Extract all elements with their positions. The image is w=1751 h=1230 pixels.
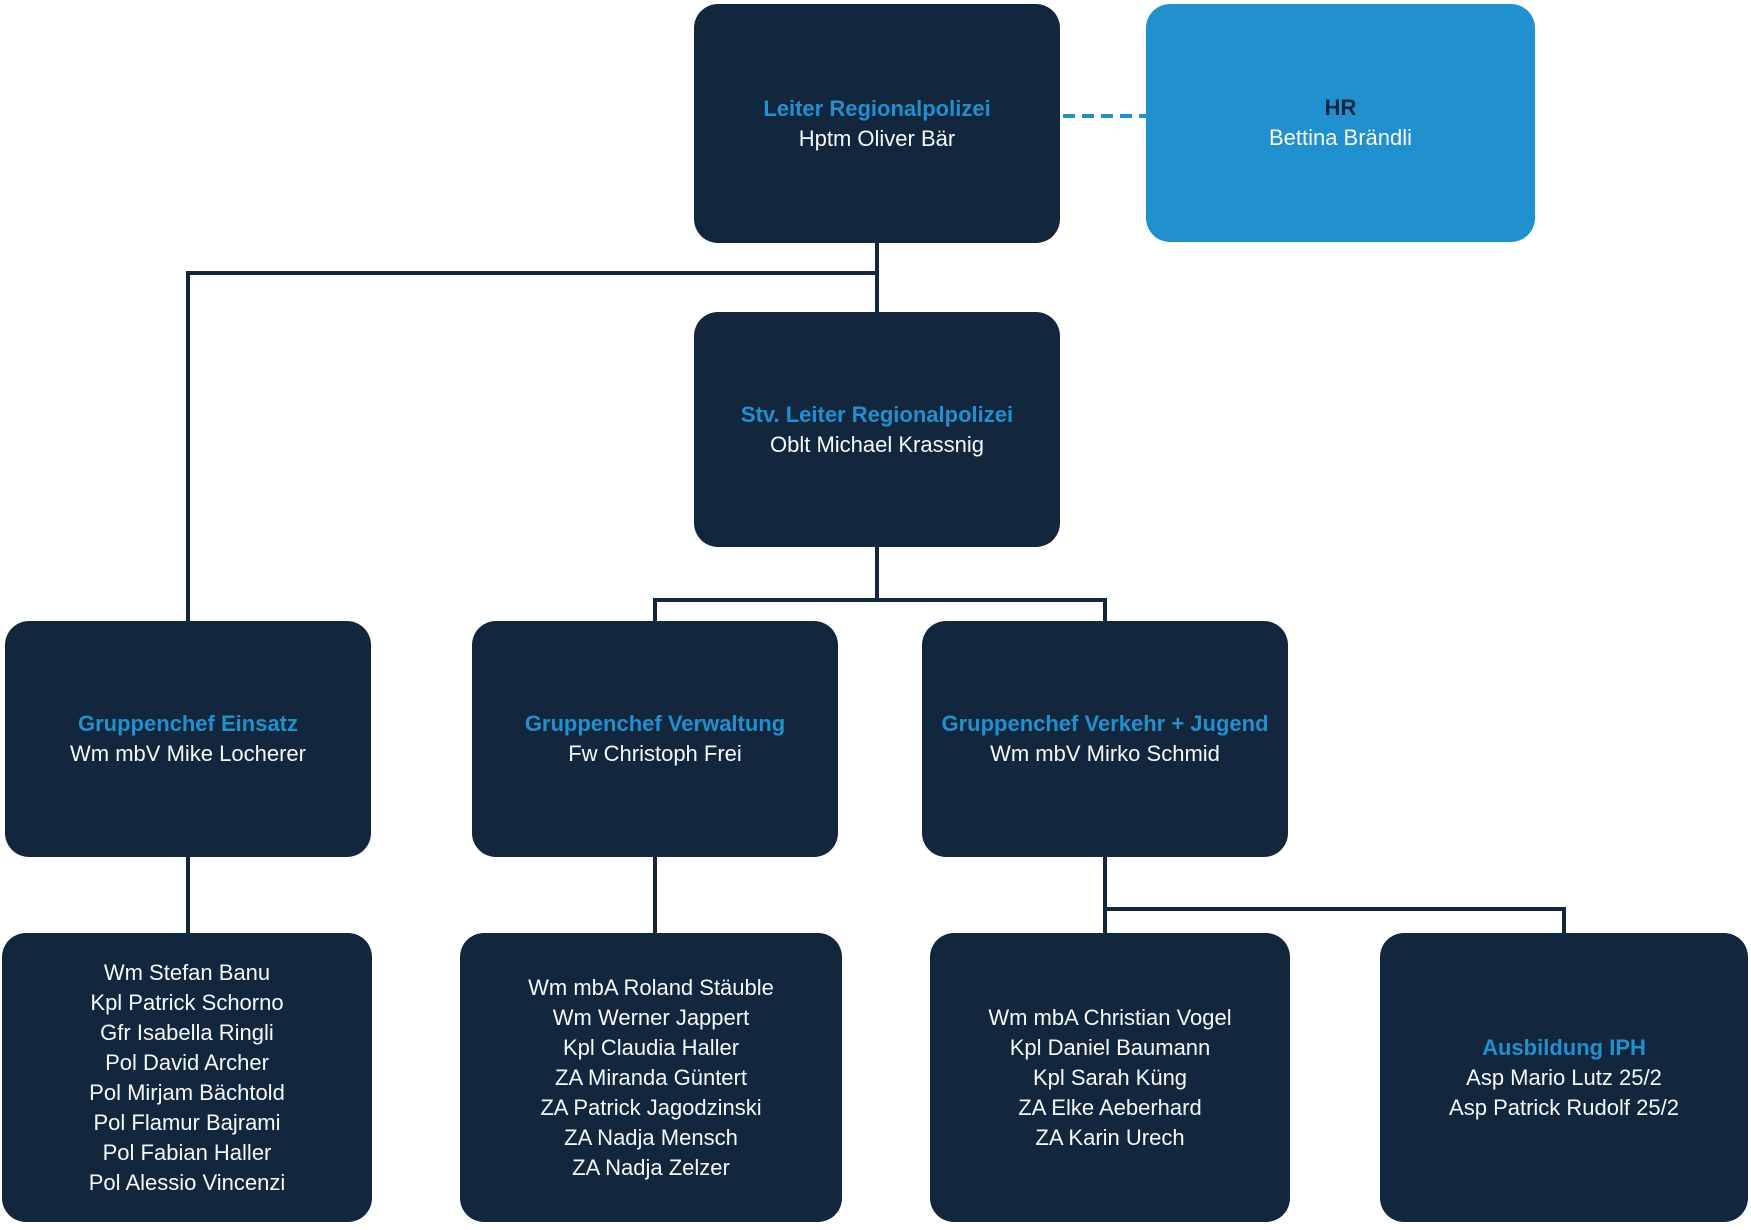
- connector-einsatz-staff: [186, 857, 190, 933]
- connector-leiter-stv: [875, 243, 879, 312]
- staff-member: Kpl Sarah Küng: [1032, 1064, 1188, 1090]
- connector-verwaltung-staff: [653, 857, 657, 933]
- staff-member: Kpl Claudia Haller: [562, 1034, 740, 1060]
- staff-member: ZA Patrick Jagodzinski: [540, 1094, 762, 1120]
- connector-ausbildung-horizontal: [1103, 907, 1566, 911]
- verkehr-title: Gruppenchef Verkehr + Jugend: [941, 711, 1269, 736]
- staff-member: Pol Mirjam Bächtold: [89, 1079, 285, 1105]
- leiter-title: Leiter Regionalpolizei: [763, 95, 991, 121]
- staff-member: ZA Nadja Zelzer: [572, 1154, 730, 1180]
- org-box-verkehr-staff: Wm mbA Christian Vogel Kpl Daniel Bauman…: [930, 933, 1290, 1222]
- staff-member: Pol Alessio Vincenzi: [88, 1169, 286, 1195]
- connector-ausbildung-drop: [1562, 907, 1566, 933]
- connector-verkehr-staff: [1103, 857, 1107, 933]
- einsatz-title: Gruppenchef Einsatz: [77, 711, 299, 736]
- connector-branch-horizontal: [653, 598, 1107, 602]
- staff-member: Asp Patrick Rudolf 25/2: [1449, 1094, 1679, 1120]
- org-box-hr: HR Bettina Brändli: [1146, 4, 1535, 242]
- org-box-gruppenchef-verkehr-jugend: Gruppenchef Verkehr + Jugend Wm mbV Mirk…: [922, 621, 1288, 857]
- staff-member: ZA Elke Aeberhard: [1018, 1094, 1202, 1120]
- verwaltung-person: Fw Christoph Frei: [568, 741, 742, 766]
- staff-member: Asp Mario Lutz 25/2: [1466, 1064, 1662, 1090]
- connector-stv-branch: [875, 547, 879, 602]
- staff-member: Wm Werner Jappert: [552, 1004, 750, 1030]
- leiter-person: Hptm Oliver Bär: [798, 125, 956, 151]
- org-box-stv-leiter: Stv. Leiter Regionalpolizei Oblt Michael…: [694, 312, 1060, 547]
- staff-member: ZA Miranda Güntert: [555, 1064, 747, 1090]
- einsatz-person: Wm mbV Mike Locherer: [70, 741, 306, 766]
- hr-person: Bettina Brändli: [1268, 125, 1413, 150]
- staff-member: Pol Fabian Haller: [102, 1139, 272, 1165]
- staff-member: Pol David Archer: [105, 1049, 269, 1075]
- connector-hr-dashed: [1063, 114, 1146, 118]
- org-box-ausbildung-iph: Ausbildung IPH Asp Mario Lutz 25/2 Asp P…: [1380, 933, 1748, 1222]
- staff-member: Kpl Daniel Baumann: [1009, 1034, 1211, 1060]
- verwaltung-title: Gruppenchef Verwaltung: [524, 711, 786, 736]
- stv-title: Stv. Leiter Regionalpolizei: [740, 401, 1014, 427]
- staff-member: ZA Nadja Mensch: [564, 1124, 738, 1150]
- org-box-gruppenchef-einsatz: Gruppenchef Einsatz Wm mbV Mike Locherer: [5, 621, 371, 857]
- org-box-einsatz-staff: Wm Stefan Banu Kpl Patrick Schorno Gfr I…: [2, 933, 372, 1222]
- staff-member: Kpl Patrick Schorno: [90, 989, 284, 1015]
- staff-member: Wm mbA Christian Vogel: [988, 1004, 1232, 1030]
- ausbildung-title: Ausbildung IPH: [1482, 1034, 1646, 1060]
- connector-einsatz-vertical: [186, 271, 190, 621]
- staff-member: Wm mbA Roland Stäuble: [528, 974, 774, 1000]
- stv-person: Oblt Michael Krassnig: [770, 431, 984, 457]
- hr-title: HR: [1324, 95, 1357, 120]
- connector-verwaltung-drop: [653, 598, 657, 621]
- connector-leiter-einsatz-horizontal: [186, 271, 879, 275]
- connector-verkehr-drop: [1103, 598, 1107, 621]
- staff-member: Gfr Isabella Ringli: [100, 1019, 274, 1045]
- staff-member: Pol Flamur Bajrami: [93, 1109, 281, 1135]
- org-box-verwaltung-staff: Wm mbA Roland Stäuble Wm Werner Jappert …: [460, 933, 842, 1222]
- org-box-leiter-regionalpolizei: Leiter Regionalpolizei Hptm Oliver Bär: [694, 4, 1060, 243]
- org-box-gruppenchef-verwaltung: Gruppenchef Verwaltung Fw Christoph Frei: [472, 621, 838, 857]
- verkehr-person: Wm mbV Mirko Schmid: [990, 741, 1220, 766]
- staff-member: Wm Stefan Banu: [103, 959, 271, 985]
- staff-member: ZA Karin Urech: [1035, 1124, 1185, 1150]
